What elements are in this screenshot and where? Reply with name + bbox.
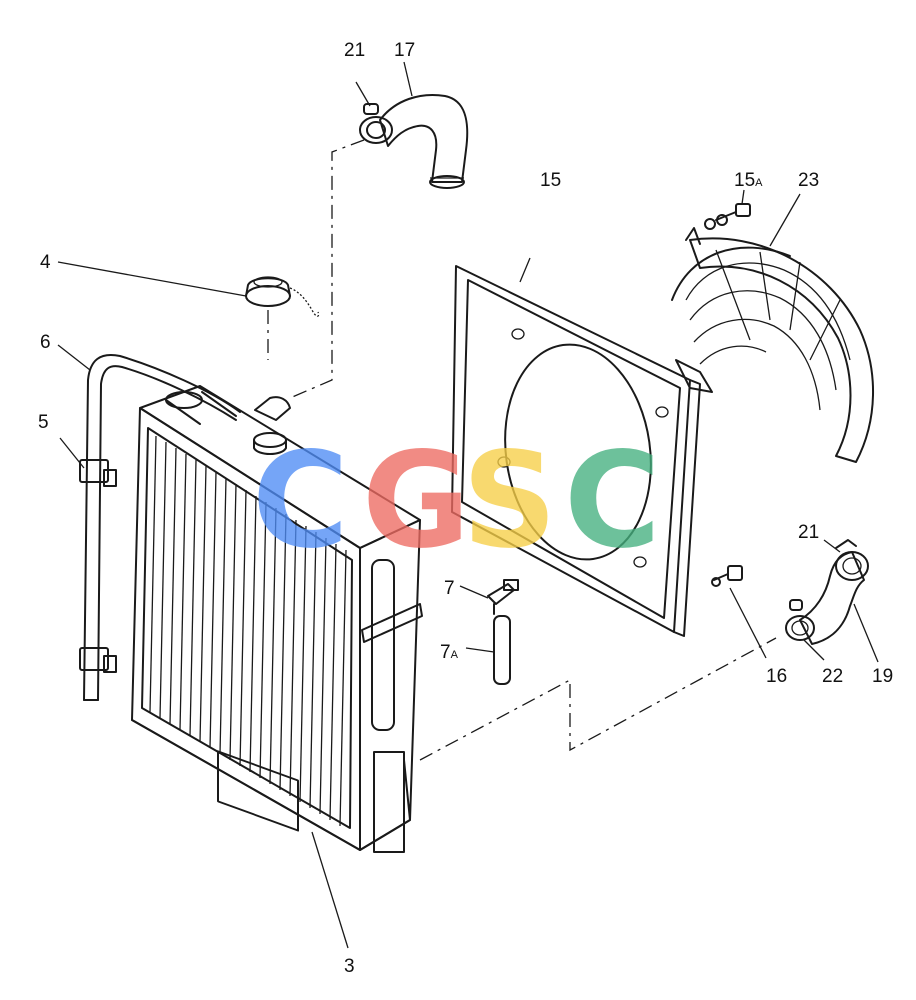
callout-19: 19 — [872, 666, 893, 687]
hose-clamp-22 — [785, 599, 815, 641]
radiator-3 — [131, 385, 423, 853]
hose-clamp-21-right — [835, 539, 857, 549]
fan-guard-23 — [671, 227, 874, 463]
watermark-letter-c2: C — [564, 424, 661, 578]
callout-21-top: 21 — [344, 40, 365, 61]
hose-clamp-21-top — [359, 103, 393, 144]
callout-4: 4 — [40, 252, 51, 273]
callout-16: 16 — [766, 666, 787, 687]
fan-shroud-15 — [451, 265, 701, 637]
cgsc-watermark: C G S C — [252, 424, 661, 578]
drain-cock-7 — [487, 579, 519, 615]
watermark-letter-c1: C — [252, 424, 349, 578]
watermark-letter-s: S — [462, 424, 557, 578]
callout-6: 6 — [40, 332, 51, 353]
callout-3: 3 — [344, 956, 355, 977]
upper-hose-17 — [379, 94, 469, 189]
callout-7a: 7A — [440, 642, 459, 663]
callout-15a: 15A — [734, 170, 763, 191]
bolt-15a — [704, 203, 751, 230]
callout-23: 23 — [798, 170, 819, 191]
callout-5: 5 — [38, 412, 49, 433]
callout-7: 7 — [444, 578, 455, 599]
watermark-letter-g: G — [362, 424, 470, 578]
callout-22: 22 — [822, 666, 843, 687]
drain-tube-7a — [493, 615, 511, 685]
callout-labels: 21 17 15 15A 23 4 6 5 7 7A 21 16 22 19 3 — [38, 40, 893, 977]
callout-17: 17 — [394, 40, 415, 61]
lower-hose-19 — [799, 551, 869, 645]
radiator-cap-4 — [245, 276, 320, 317]
callout-21-right: 21 — [798, 522, 819, 543]
bolt-16 — [711, 565, 743, 587]
tube-bracket-5 — [79, 459, 117, 673]
radiator-fins — [149, 435, 347, 827]
assembly-lines — [267, 139, 777, 761]
callout-15: 15 — [540, 170, 561, 191]
leader-lines — [57, 61, 879, 949]
